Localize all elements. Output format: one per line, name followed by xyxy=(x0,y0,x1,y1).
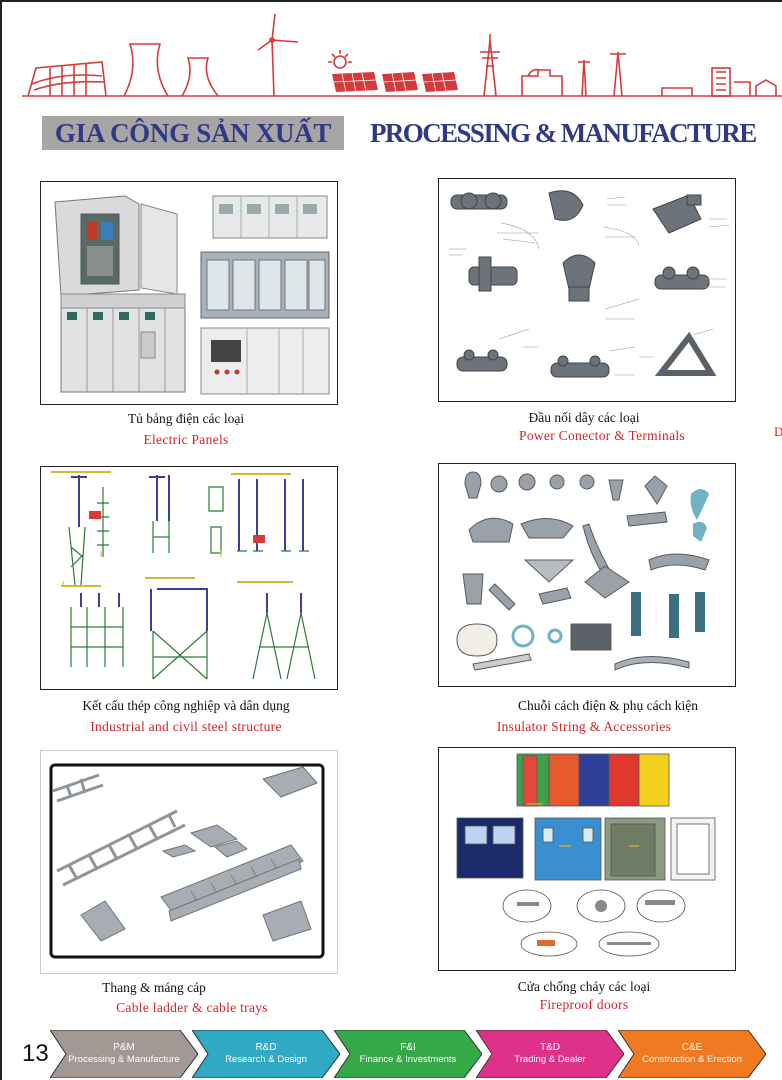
fireproof-doors-image xyxy=(438,747,736,971)
caption-electric-panels-vn: Tủ bảng điện các loại xyxy=(127,411,245,426)
nav-label: Processing & Manufacture xyxy=(68,1054,180,1065)
page-border-left xyxy=(0,0,2,1080)
nav-item-finance-investments[interactable]: F&I Finance & Investments xyxy=(334,1030,482,1078)
cable-trays-image xyxy=(40,750,338,974)
nav-label: Trading & Dealer xyxy=(514,1054,586,1065)
caption-electric-panels-en: Electric Panels xyxy=(143,432,229,447)
nav-item-processing-manufacture[interactable]: P&M Processing & Manufacture xyxy=(50,1030,198,1078)
nav-abbr: T&D xyxy=(540,1042,560,1053)
caption-steel-structure-en: Industrial and civil steel structure xyxy=(90,719,282,734)
electric-panels-image xyxy=(40,181,338,405)
nav-arrow-shape xyxy=(50,1030,198,1078)
nav-item-research-design[interactable]: R&D Research & Design xyxy=(192,1030,340,1078)
nav-abbr: C&E xyxy=(681,1042,703,1053)
page-number: 13 xyxy=(22,1040,49,1067)
caption-insulator-en: Insulator String & Accessories xyxy=(496,719,672,734)
clipped-caption-fragment: D xyxy=(774,424,782,439)
energy-skyline-banner xyxy=(22,13,782,97)
nav-label: Construction & Erection xyxy=(642,1054,742,1065)
nav-arrow-shape xyxy=(476,1030,624,1078)
nav-label: Finance & Investments xyxy=(359,1054,457,1065)
caption-fireproof-doors-vn: Cửa chống cháy các loại xyxy=(517,979,651,994)
nav-abbr: R&D xyxy=(255,1042,277,1053)
caption-power-connectors-vn: Đầu nối dây các loại xyxy=(528,410,640,425)
nav-arrow-shape xyxy=(618,1030,766,1078)
insulator-accessories-image xyxy=(438,463,736,687)
caption-cable-trays-vn: Thang & máng cáp xyxy=(102,980,206,995)
section-title-english: PROCESSING & MANUFACTURE xyxy=(370,118,757,148)
nav-abbr: F&I xyxy=(400,1042,416,1053)
caption-insulator-vn: Chuỗi cách điện & phụ cách kiện xyxy=(518,698,698,713)
caption-power-connectors-en: Power Conector & Terminals xyxy=(519,428,685,443)
nav-item-construction-erection[interactable]: C&E Construction & Erection xyxy=(618,1030,766,1078)
division-navigation: P&M Processing & Manufacture R&D Researc… xyxy=(50,1030,780,1080)
caption-fireproof-doors-en: Fireproof doors xyxy=(539,997,629,1012)
nav-label: Research & Design xyxy=(225,1054,307,1065)
nav-abbr: P&M xyxy=(113,1042,135,1053)
nav-arrow-shape xyxy=(334,1030,482,1078)
steel-structure-drawings-image xyxy=(40,466,338,690)
page-border-top xyxy=(0,0,782,2)
caption-cable-trays-en: Cable ladder & cable trays xyxy=(116,1000,268,1015)
nav-arrow-shape xyxy=(192,1030,340,1078)
power-connectors-image xyxy=(438,178,736,402)
nav-item-trading-dealer[interactable]: T&D Trading & Dealer xyxy=(476,1030,624,1078)
section-title-vietnamese: GIA CÔNG SẢN XUẤT xyxy=(42,116,344,150)
caption-steel-structure-vn: Kết cấu thép công nghiệp và dân dụng xyxy=(82,698,290,713)
